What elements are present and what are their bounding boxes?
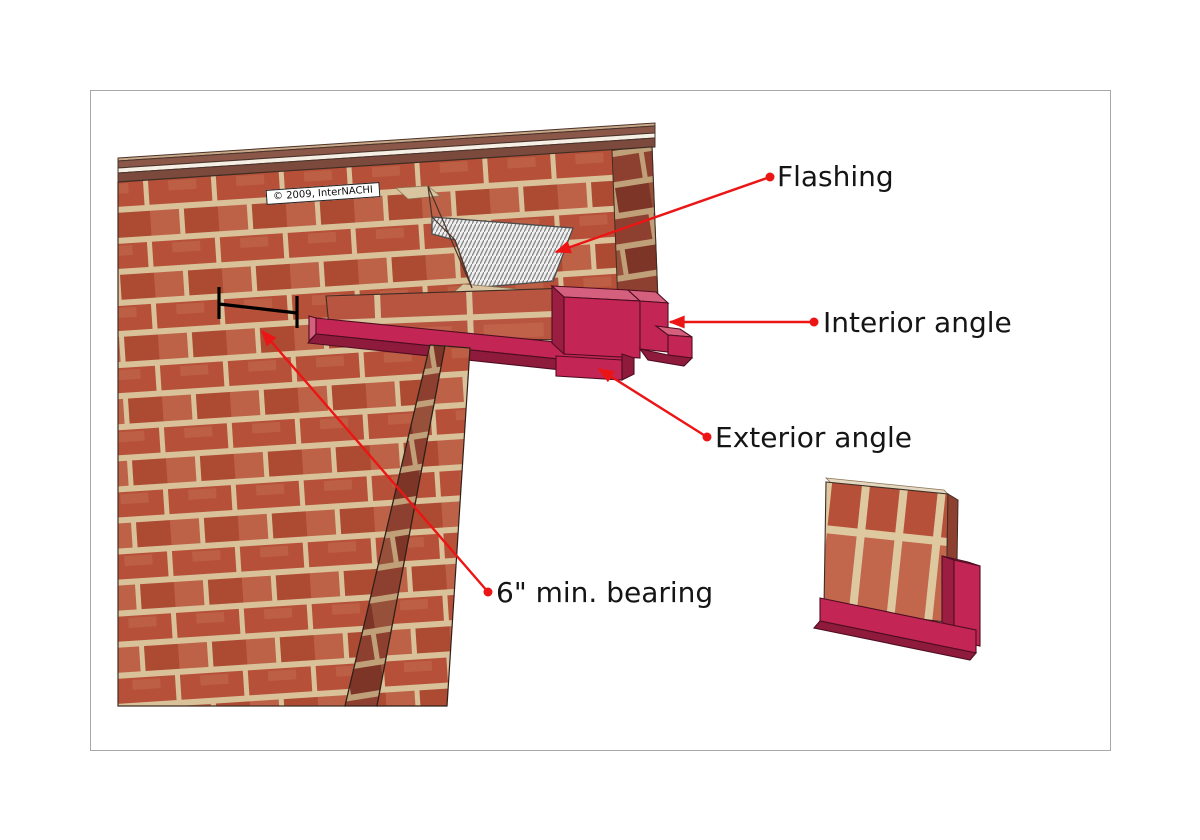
interior-angle-arrow xyxy=(668,315,819,329)
brick-angle-detail xyxy=(812,477,981,661)
flashing-arrow xyxy=(554,172,775,254)
jamb-return-inner xyxy=(376,345,471,707)
callout-arrows xyxy=(260,172,819,597)
wall-top-cap xyxy=(117,122,656,183)
exterior-angle-label: Exterior angle xyxy=(715,421,912,454)
bearing-arrow xyxy=(260,329,493,597)
interior-angle-label: Interior angle xyxy=(823,306,1012,339)
exterior-angle-arrow xyxy=(597,367,712,442)
wall-end-return xyxy=(611,146,659,306)
bearing-label: 6" min. bearing xyxy=(496,576,714,609)
interior-angle-shape xyxy=(626,289,694,367)
bearing-dimension-marker xyxy=(217,287,299,328)
flashing-label: Flashing xyxy=(777,160,894,193)
